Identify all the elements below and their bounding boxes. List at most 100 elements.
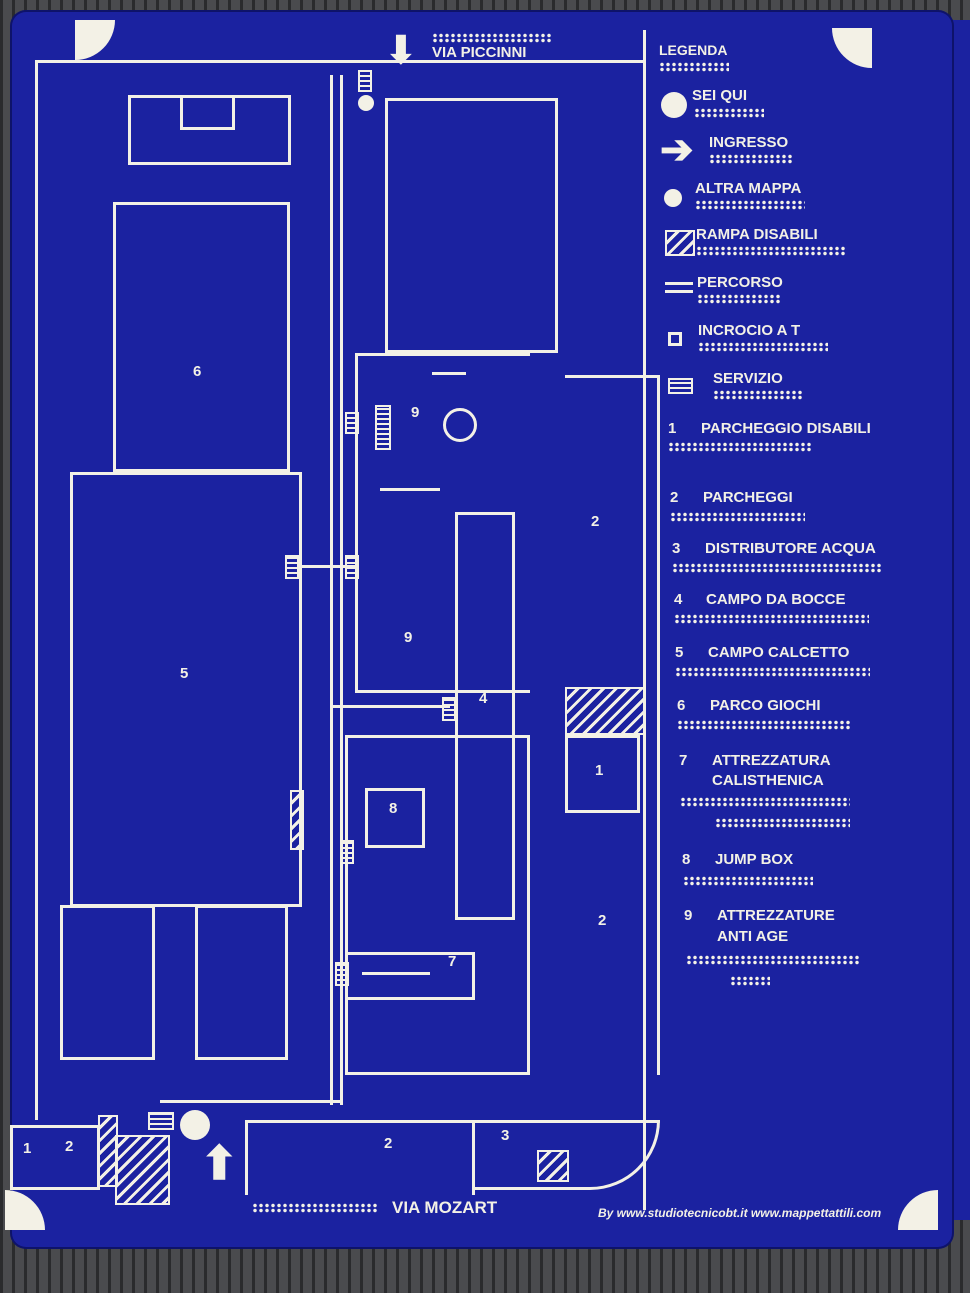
service-icon [285,555,299,579]
service-icon [340,840,354,864]
legend-symbol-label: SEI QUI [692,87,748,104]
braille-text [715,818,850,828]
ramp-icon [537,1150,569,1182]
tactile-map-sign [12,12,952,1247]
legend-symbol-label: RAMPA DISABILI [696,226,818,243]
arrow-right-icon: ➔ [660,128,694,172]
braille-text [694,108,764,118]
braille-text [672,563,882,573]
legend-item-label: CALISTHENICA [712,772,824,789]
service-icon [345,555,359,579]
path-icon [665,290,693,293]
braille-text [697,294,782,304]
anti-age-equipment [375,405,391,450]
braille-text [680,797,850,807]
path-icon [665,282,693,285]
ramp-icon [290,790,304,850]
legend-item-label: ANTI AGE [717,928,789,945]
bottom-street-label: VIA MOZART [392,1198,498,1217]
map-label: 7 [448,953,457,970]
path-line [300,565,355,568]
legend-item-label: DISTRIBUTORE ACQUA [705,540,876,557]
map-label: 9 [404,629,413,646]
legend-item-label: JUMP BOX [715,851,794,868]
braille-text [670,512,805,522]
legend-item-number: 5 [675,644,684,661]
legend-item-label: CAMPO DA BOCCE [706,591,846,608]
you-are-here-icon [661,92,687,118]
legend-title: LEGENDA [659,42,728,58]
path-line [160,1100,340,1103]
square-icon [668,332,682,346]
braille-text [675,667,870,677]
map-label: 4 [479,690,488,707]
legend-divider [643,30,646,1210]
legend-symbol-label: ALTRA MAPPA [695,180,802,197]
map-boundary [35,60,645,1120]
braille-text [659,62,729,72]
legend-item-label: PARCHEGGI [703,489,793,506]
path-line [340,75,343,1105]
anti-age-equipment [432,372,466,375]
braille-text [677,720,852,730]
legend-item-number: 1 [668,420,677,437]
legend-item-number: 6 [677,697,686,714]
braille-text [674,614,869,624]
braille-text [709,154,794,164]
ramp-icon [115,1135,170,1205]
anti-age-equipment [380,488,440,491]
you-are-here-marker [180,1110,210,1140]
ramp-icon [665,230,695,256]
map-label: 9 [411,404,420,421]
service-icon [345,412,359,434]
area-4 [455,512,515,920]
braille-text [252,1203,377,1213]
braille-text [668,442,813,452]
legend-item-number: 4 [674,591,683,608]
legend-item-number: 7 [679,752,688,769]
map-label: 6 [193,363,202,380]
area-building [385,98,558,353]
braille-text [698,342,828,352]
braille-text [696,246,846,256]
map-label: 2 [384,1135,393,1152]
legend-symbol-label: INGRESSO [709,134,789,151]
area-block [60,905,155,1060]
legend-item-number: 8 [682,851,691,868]
service-icon [358,70,372,92]
map-label: 1 [595,762,604,779]
legend-item-label: PARCHEGGIO DISABILI [701,420,871,437]
area-1-parking [565,735,640,813]
service-icon [148,1112,174,1130]
service-icon [442,697,456,721]
ramp-icon [98,1115,118,1187]
top-street-label: VIA PICCINNI [432,44,527,61]
other-map-marker [358,95,374,111]
legend-symbol-label: SERVIZIO [713,370,783,387]
entrance-arrow-down-icon: ⬇ [385,30,417,72]
fountain-circle [443,408,477,442]
braille-text [686,955,861,965]
legend-item-number: 3 [672,540,681,557]
legend-item-label: CAMPO CALCETTO [708,644,850,661]
legend-symbol-label: PERCORSO [697,274,783,291]
map-label: 5 [180,665,189,682]
entrance-arrow-up-icon: ⬆ [200,1137,239,1189]
ramp-icon [565,687,645,735]
braille-text [713,390,803,400]
area-6 [113,202,290,472]
braille-text [730,976,770,986]
area-block [195,905,288,1060]
braille-text [432,33,552,43]
area-south [345,735,530,1075]
legend-item-number: 9 [684,907,693,924]
braille-text [683,876,813,886]
map-label: 2 [591,513,600,530]
path-line [330,75,333,1105]
area-football-pitch [128,95,291,165]
service-icon [335,962,349,986]
area-1-2-parking [10,1125,100,1190]
braille-text [695,200,805,210]
area-8 [365,788,425,848]
area-5 [70,472,302,907]
